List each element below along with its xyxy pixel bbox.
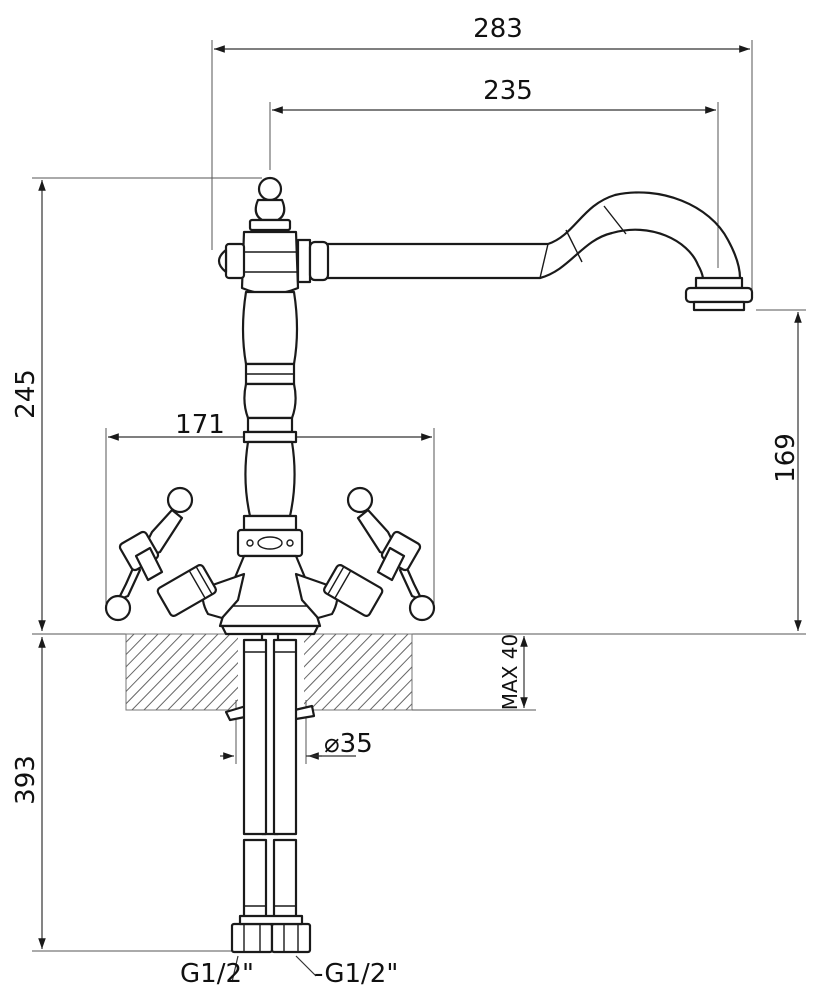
dimension-spout-reach: 235 xyxy=(269,76,719,268)
deck-hatch-line xyxy=(126,634,159,668)
deck-hatch-line xyxy=(298,632,376,712)
connection-right-label: -G1/2" xyxy=(314,959,398,989)
deck-hatch-line xyxy=(304,634,337,668)
dimension-handle-span-label: 171 xyxy=(175,410,225,440)
connection-labels: G1/2" -G1/2" xyxy=(180,955,398,989)
deck-hatch-line xyxy=(286,632,364,712)
deck-hatch-line xyxy=(428,632,506,712)
dimension-below-deck-label: 393 xyxy=(11,755,41,805)
deck-hatch-line xyxy=(126,634,171,680)
deck-hatch-line xyxy=(46,632,124,712)
dimension-max-deck: MAX 40 xyxy=(498,634,528,710)
deck-hatch-line xyxy=(405,703,412,710)
deck-hatch-line xyxy=(357,653,412,710)
deck-hatch-line xyxy=(126,634,147,656)
dimension-spout-height-label: 169 xyxy=(771,433,801,483)
dimension-spout-height: 169 xyxy=(756,309,806,631)
deck-hatch-line xyxy=(126,634,135,643)
dimension-hole-diameter-label: ⌀35 xyxy=(324,729,373,759)
deck-hatch-line xyxy=(304,634,361,693)
dimension-max-deck-label: MAX 40 xyxy=(498,634,522,710)
deck-hatch-line xyxy=(215,686,238,710)
deck-hatch-line xyxy=(179,649,238,710)
deck-hatch-line xyxy=(310,632,388,712)
deck-hatch-line xyxy=(304,634,349,680)
dimension-total-reach-label: 283 xyxy=(473,14,523,44)
deck-hatch-line xyxy=(203,674,238,710)
deck-hatch-line xyxy=(416,632,494,712)
deck-hatch-line xyxy=(191,662,238,710)
deck-hatch-line xyxy=(333,634,409,710)
left-cross-handle xyxy=(104,486,194,622)
deck-hatch-line xyxy=(155,634,231,710)
deck-hatch-line xyxy=(304,634,325,656)
deck-hatch-line xyxy=(345,641,412,710)
faucet-body xyxy=(104,176,754,636)
dimension-spout-reach-label: 235 xyxy=(483,76,533,106)
deck-hatch-line xyxy=(369,666,412,710)
deck-hatch-line xyxy=(393,690,412,710)
deck-hatch-line xyxy=(321,634,397,710)
deck-hatch-line xyxy=(309,634,385,710)
supply-hoses xyxy=(224,632,316,954)
dimension-below-deck: 393 xyxy=(11,637,236,952)
right-cross-handle xyxy=(346,486,436,622)
deck-hatch-line xyxy=(381,678,412,710)
dimension-total-reach: 283 xyxy=(211,14,753,300)
deck-hatch-line xyxy=(167,637,238,710)
deck-hatch-line xyxy=(304,634,373,705)
deck-hatch-line xyxy=(131,634,207,710)
deck-hatch-line xyxy=(143,634,219,710)
deck-hatch-line xyxy=(126,634,183,693)
deck-hatch-line xyxy=(126,634,195,705)
dimension-total-height: 245 xyxy=(11,177,262,631)
connection-left-label: G1/2" xyxy=(180,959,254,989)
countertop-deck xyxy=(32,632,806,712)
dimension-total-height-label: 245 xyxy=(11,369,41,419)
dimension-handle-span: 171 xyxy=(105,410,435,604)
